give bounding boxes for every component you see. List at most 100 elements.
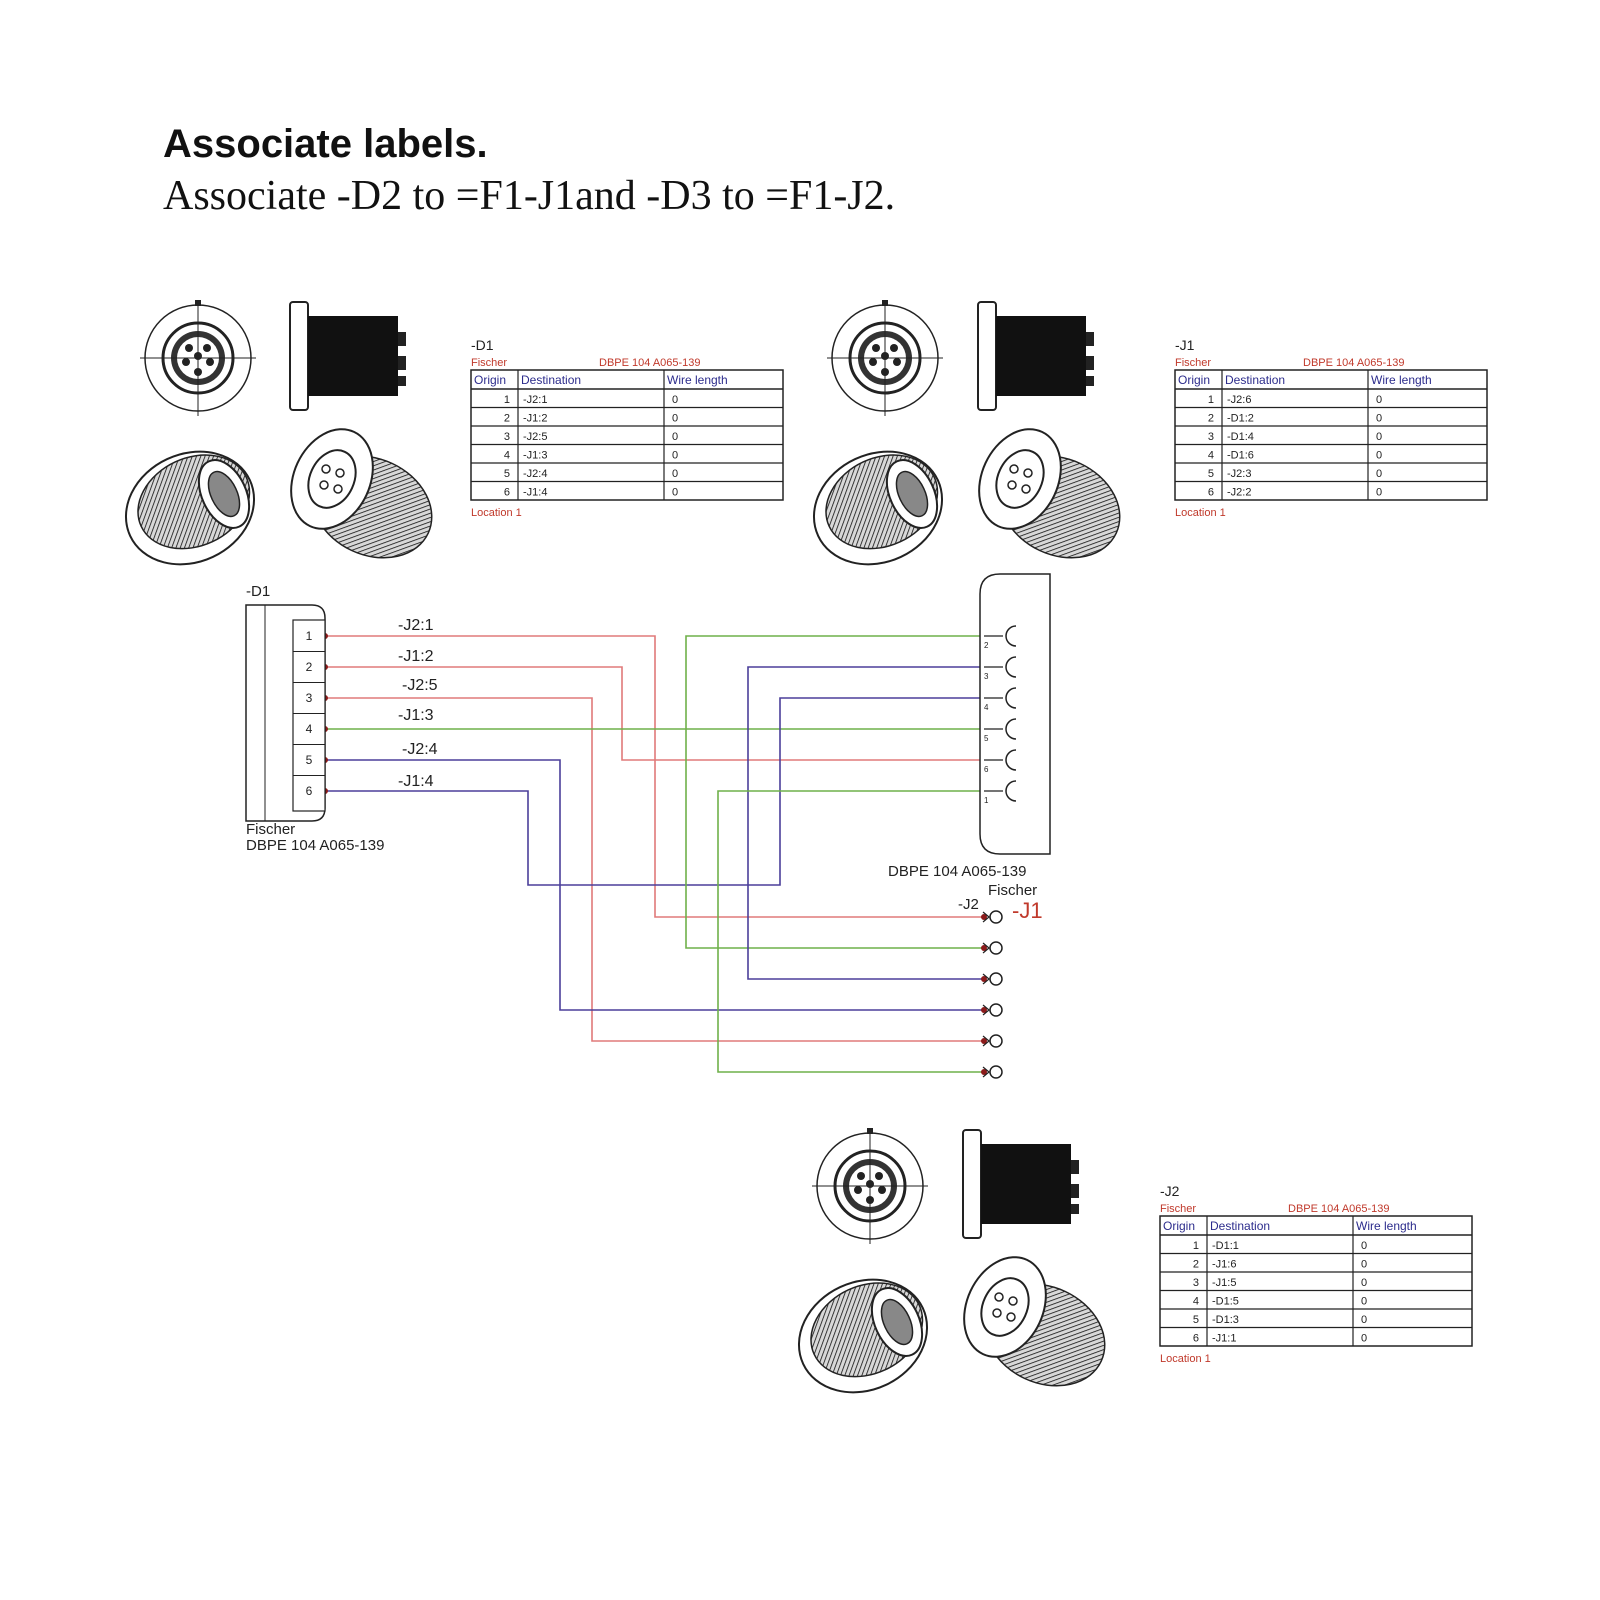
table-cell-destination: -J2:4 [523, 468, 547, 480]
table-part: DBPE 104 A065-139 [599, 357, 701, 369]
table-cell-origin: 4 [1193, 1296, 1199, 1308]
table-cell-wire-length: 0 [1361, 1333, 1367, 1345]
table-cell-wire-length: 0 [1361, 1259, 1367, 1271]
wire [325, 697, 984, 1042]
table-header: Wire length [1371, 373, 1432, 387]
wire-junction [981, 1038, 987, 1044]
d1-pin-number: 6 [306, 784, 313, 798]
table-cell-wire-length: 0 [672, 431, 678, 443]
table-cell-destination: -J1:5 [1212, 1277, 1236, 1289]
table-cell-destination: -J1:1 [1212, 1333, 1236, 1345]
table-location: Location 1 [1160, 1353, 1211, 1365]
table-cell-origin: 3 [1208, 431, 1214, 443]
table-cell-destination: -J1:4 [523, 487, 547, 499]
table-location: Location 1 [471, 507, 522, 519]
table-cell-origin: 5 [1208, 468, 1214, 480]
table-title: -D1 [471, 337, 494, 353]
table-cell-destination: -J2:2 [1227, 487, 1251, 499]
table-cell-origin: 4 [504, 450, 510, 462]
wire-label: -J2:4 [402, 741, 438, 758]
wire-junction [981, 1007, 987, 1013]
wire [325, 635, 984, 918]
table-maker: Fischer [1175, 357, 1211, 369]
wire [325, 697, 984, 886]
wire [717, 790, 984, 1073]
table-header: Destination [1210, 1219, 1270, 1233]
j2-terminal [989, 910, 1003, 924]
table-cell-wire-length: 0 [1376, 468, 1382, 480]
instruction-text: Associate -D2 to =F1-J1and -D3 to =F1-J2… [163, 173, 896, 219]
table-cell-origin: 6 [504, 487, 510, 499]
j2-name-label: -J2 [958, 896, 979, 913]
table-location: Location 1 [1175, 507, 1226, 519]
table-cell-destination: -D1:2 [1227, 413, 1254, 425]
table-header: Destination [521, 373, 581, 387]
table-cell-wire-length: 0 [1376, 413, 1382, 425]
table-maker: Fischer [1160, 1203, 1196, 1215]
table-cell-wire-length: 0 [1361, 1277, 1367, 1289]
table-cell-wire-length: 0 [1376, 487, 1382, 499]
table-cell-destination: -J1:3 [523, 450, 547, 462]
table-cell-wire-length: 0 [1376, 450, 1382, 462]
connector-illustration-j1 [794, 298, 1138, 586]
table-cell-origin: 1 [1193, 1240, 1199, 1252]
j2-terminal [989, 1065, 1003, 1079]
table-cell-destination: -D1:3 [1212, 1314, 1239, 1326]
table-cell-destination: -J1:6 [1212, 1259, 1236, 1271]
wire-label: -J1:2 [398, 648, 434, 665]
j2-terminal [989, 1034, 1003, 1048]
table-cell-wire-length: 0 [1361, 1296, 1367, 1308]
j1-pin-number: 6 [984, 765, 989, 774]
j1-pin-number: 2 [984, 641, 989, 650]
table-header: Wire length [1356, 1219, 1417, 1233]
table-cell-origin: 6 [1208, 487, 1214, 499]
j1-maker-label: Fischer [988, 882, 1037, 899]
table-cell-destination: -D1:1 [1212, 1240, 1239, 1252]
d1-pin-number: 3 [306, 691, 313, 705]
table-title: -J1 [1175, 337, 1195, 353]
d1-maker-label: Fischer [246, 821, 295, 838]
wire [685, 635, 984, 949]
wire-label: -J1:4 [398, 773, 434, 790]
table-cell-destination: -J2:1 [523, 394, 547, 406]
j1-part-label: DBPE 104 A065-139 [888, 863, 1026, 880]
j1-pin-number: 3 [984, 672, 989, 681]
table-cell-wire-length: 0 [672, 394, 678, 406]
j1-pin-number: 5 [984, 734, 989, 743]
table-cell-origin: 5 [1193, 1314, 1199, 1326]
table-cell-wire-length: 0 [1376, 431, 1382, 443]
table-header: Origin [474, 373, 506, 387]
table-cell-destination: -J2:3 [1227, 468, 1251, 480]
table-cell-destination: -D1:6 [1227, 450, 1254, 462]
table-cell-wire-length: 0 [1361, 1314, 1367, 1326]
table-title: -J2 [1160, 1183, 1180, 1199]
table-cell-wire-length: 0 [672, 413, 678, 425]
j1-pin-number: 1 [984, 796, 989, 805]
j1-pin-number: 4 [984, 703, 989, 712]
d1-pin-number: 4 [306, 722, 313, 736]
j2-terminal [989, 941, 1003, 955]
table-cell-destination: -J2:5 [523, 431, 547, 443]
table-cell-origin: 3 [1193, 1277, 1199, 1289]
table-cell-wire-length: 0 [672, 487, 678, 499]
table-cell-wire-length: 0 [672, 468, 678, 480]
table-maker: Fischer [471, 357, 507, 369]
wire-label: -J2:5 [402, 677, 438, 694]
wire-junction [981, 976, 987, 982]
wire-junction [981, 914, 987, 920]
table-cell-origin: 6 [1193, 1333, 1199, 1345]
d1-block-name: -D1 [246, 583, 270, 600]
j2-terminal [989, 972, 1003, 986]
table-header: Origin [1178, 373, 1210, 387]
table-cell-destination: -J2:6 [1227, 394, 1251, 406]
table-cell-wire-length: 0 [672, 450, 678, 462]
table-cell-wire-length: 0 [1361, 1240, 1367, 1252]
table-cell-destination: -J1:2 [523, 413, 547, 425]
wire-label: -J2:1 [398, 617, 434, 634]
